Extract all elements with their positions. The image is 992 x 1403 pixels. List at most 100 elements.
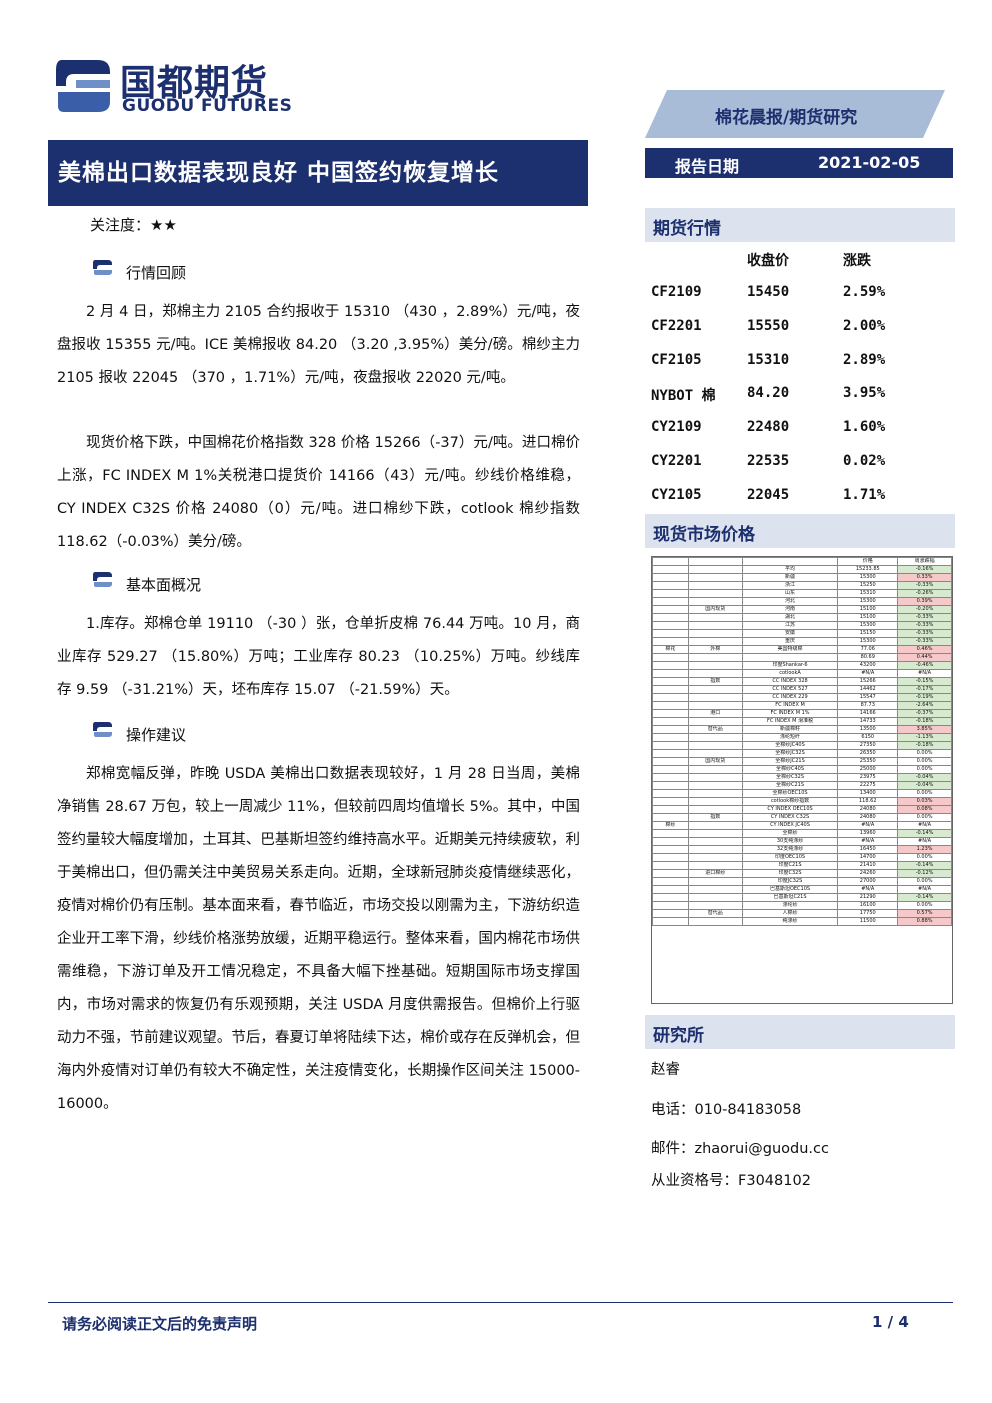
spot-cell: 16450 bbox=[837, 845, 899, 854]
section-icon bbox=[93, 260, 112, 275]
spot-cell bbox=[687, 701, 743, 710]
spot-cell bbox=[687, 661, 743, 670]
spot-cell bbox=[687, 789, 743, 798]
spot-cell bbox=[687, 653, 743, 662]
spot-cell bbox=[652, 765, 689, 774]
spot-cell: 15300 bbox=[837, 637, 899, 646]
spot-cell: -0.04% bbox=[897, 781, 952, 790]
spot-cell: 周涨跌幅 bbox=[897, 557, 952, 566]
spot-cell: 21410 bbox=[837, 861, 899, 870]
spot-cell: 30支纯涤纱 bbox=[741, 837, 839, 846]
spot-cell bbox=[687, 805, 743, 814]
spot-cell: 14166 bbox=[837, 709, 899, 718]
spot-cell: -1.13% bbox=[897, 733, 952, 742]
paragraph-market-1: 2 月 4 日，郑棉主力 2105 合约报收于 15310 （430 ，2.89… bbox=[57, 304, 580, 386]
spot-cell: 0.00% bbox=[897, 877, 952, 886]
spot-cell bbox=[652, 693, 689, 702]
spot-heading: 现货市场价格 bbox=[653, 525, 755, 545]
spot-cell: -0.18% bbox=[897, 741, 952, 750]
spot-cell: 巴基斯坦OEC10S bbox=[741, 885, 839, 894]
spot-cell: 15100 bbox=[837, 605, 899, 614]
research-heading: 研究所 bbox=[653, 1026, 704, 1046]
report-date-value: 2021-02-05 bbox=[818, 153, 921, 172]
futures-change: 3.95% bbox=[843, 385, 886, 402]
spot-cell bbox=[652, 701, 689, 710]
spot-cell: 13500 bbox=[837, 725, 899, 734]
spot-cell: 3.85% bbox=[897, 725, 952, 734]
spot-cell bbox=[687, 749, 743, 758]
spot-cell: 27000 bbox=[837, 877, 899, 886]
spot-cell: -0.37% bbox=[897, 709, 952, 718]
spot-cell bbox=[652, 629, 689, 638]
title-bar: 美棉出口数据表现良好 中国签约恢复增长 bbox=[48, 140, 588, 204]
spot-cell: 14462 bbox=[837, 685, 899, 694]
spot-cell: 32支纯涤纱 bbox=[741, 845, 839, 854]
spot-cell bbox=[652, 917, 689, 926]
spot-cell bbox=[652, 653, 689, 662]
spot-cell: 43200 bbox=[837, 661, 899, 670]
spot-cell: 0.44% bbox=[897, 653, 952, 662]
spot-cell: 全棉纱C32S bbox=[741, 773, 839, 782]
spot-cell: 印度OEC10S bbox=[741, 853, 839, 862]
spot-cell: #N/A bbox=[897, 821, 952, 830]
spot-cell bbox=[687, 717, 743, 726]
futures-change: 0.02% bbox=[843, 453, 886, 469]
footer-disclaimer: 请务必阅读正文后的免责声明 bbox=[62, 1315, 258, 1333]
spot-cell: 1.23% bbox=[897, 845, 952, 854]
spot-cell: -0.04% bbox=[897, 773, 952, 782]
report-date-label: 报告日期 bbox=[675, 157, 740, 176]
category-label: 棉花晨报/期货研究 bbox=[715, 108, 858, 128]
futures-code: NYBOT 棉 bbox=[651, 388, 716, 405]
section-title-market-review: 行情回顾 bbox=[126, 264, 187, 282]
spot-cell bbox=[652, 557, 689, 566]
futures-change: 1.71% bbox=[843, 486, 886, 503]
spot-cell bbox=[687, 877, 743, 886]
spot-cell: 22275 bbox=[837, 781, 899, 790]
report-title: 美棉出口数据表现良好 中国签约恢复增长 bbox=[58, 160, 500, 186]
spot-cell: 6150 bbox=[837, 733, 899, 742]
futures-code: CY2105 bbox=[651, 486, 702, 503]
research-heading-bar: 研究所 bbox=[645, 1015, 955, 1049]
section-title-fundamentals: 基本面概况 bbox=[126, 576, 202, 594]
spot-cell bbox=[687, 917, 743, 926]
spot-cell: 全棉纱 bbox=[741, 829, 839, 838]
spot-cell: 安徽 bbox=[741, 629, 839, 638]
spot-cell: 河北 bbox=[741, 597, 839, 606]
spot-cell: 15310 bbox=[837, 589, 899, 598]
spot-cell: 27350 bbox=[837, 741, 899, 750]
spot-cell bbox=[687, 629, 743, 638]
spot-cell: CY INDEX OEC10S bbox=[741, 805, 839, 814]
spot-cell: FC INDEX M bbox=[741, 701, 839, 710]
spot-cell bbox=[687, 901, 743, 910]
spot-cell: 24080 bbox=[837, 813, 899, 822]
futures-code: CF2201 bbox=[651, 317, 702, 334]
spot-cell: -0.15% bbox=[897, 677, 952, 686]
spot-cell bbox=[652, 901, 689, 910]
spot-cell bbox=[687, 637, 743, 646]
spot-cell: -0.33% bbox=[897, 581, 952, 590]
spot-cell: 印度Shankar-6 bbox=[741, 661, 839, 670]
spot-cell: 25350 bbox=[837, 757, 899, 766]
spot-cell bbox=[652, 773, 689, 782]
spot-cell: 15300 bbox=[837, 621, 899, 630]
futures-code: CY2109 bbox=[651, 419, 702, 436]
spot-cell bbox=[687, 573, 743, 582]
spot-cell bbox=[687, 557, 743, 566]
spot-cell: -0.33% bbox=[897, 637, 952, 646]
spot-cell: CC INDEX 527 bbox=[741, 685, 839, 694]
spot-cell: 港口 bbox=[687, 709, 743, 718]
